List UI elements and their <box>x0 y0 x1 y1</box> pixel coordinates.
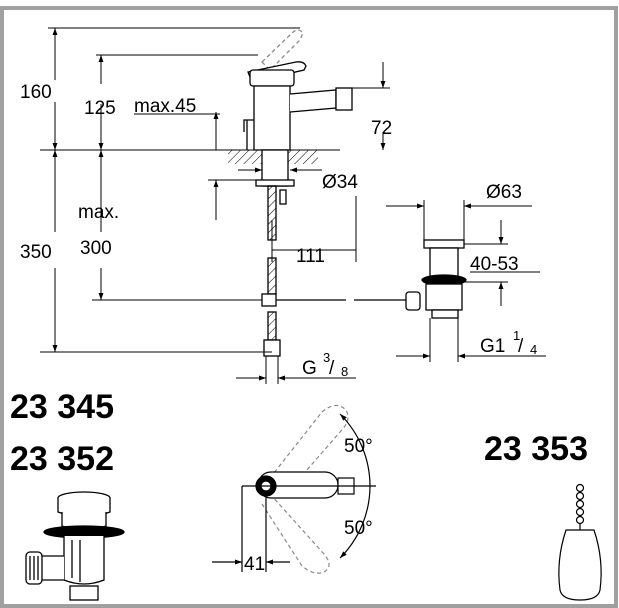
plug-stopper <box>558 529 602 601</box>
dim-111-text: 111 <box>296 246 325 267</box>
waste-tail <box>69 585 99 601</box>
pull-rod-clamp <box>261 293 277 307</box>
dim-125-text: 125 <box>84 98 116 119</box>
waste-body-upper <box>429 247 459 279</box>
hose-end-fitting <box>263 339 281 357</box>
lever-ghost-outline <box>261 29 304 71</box>
chain-link-5 <box>575 515 585 525</box>
chain-link-3 <box>575 499 585 509</box>
waste-side-knob <box>405 291 421 311</box>
faucet-body <box>253 85 291 151</box>
dim-300-text: 300 <box>80 238 112 259</box>
waste-valve-assembly <box>405 239 467 319</box>
waste-body-lower <box>425 283 463 311</box>
dim-g1-slash: / <box>518 336 524 357</box>
shank-nut <box>255 179 295 187</box>
dim-g1-num: 1 <box>513 328 520 343</box>
dim-g1-den: 4 <box>530 342 537 357</box>
dim-160-text: 160 <box>20 82 52 103</box>
popup-rod <box>243 119 254 150</box>
product-code-23352: 23 352 <box>10 440 114 478</box>
dim-g38-text: G <box>302 358 317 379</box>
popup-waste-illustration <box>25 491 125 601</box>
dim-g38-num: 3 <box>323 350 330 365</box>
dim-g38-slash: / <box>329 358 335 379</box>
angle-upper-text: 50° <box>344 436 373 457</box>
product-code-23345: 23 345 <box>10 388 114 426</box>
deck-hatch-right <box>288 150 318 164</box>
angle-lower-text: 50° <box>344 518 373 539</box>
flex-hose-lower <box>267 257 277 295</box>
waste-side-outlet <box>39 555 64 581</box>
angle-arc-upper <box>339 413 371 487</box>
product-code-23353: 23 353 <box>484 430 588 468</box>
chain-link-4 <box>575 507 585 517</box>
lever-ghost-lower <box>261 493 330 574</box>
chain-plug-illustration <box>558 483 602 601</box>
dim-4053-text: 40-53 <box>470 254 519 275</box>
dim-max45-text: max.45 <box>134 96 196 117</box>
angle-arc-lower <box>339 485 371 559</box>
lever-top-view <box>212 404 376 574</box>
dim-41-text: 41 <box>244 554 265 575</box>
rod-connector <box>279 189 287 205</box>
lever-hub <box>249 69 295 87</box>
dimension-lines <box>40 27 546 384</box>
faucet-side-view <box>228 29 408 357</box>
dim-350-text: 350 <box>20 242 52 263</box>
chain-link-2 <box>575 491 585 501</box>
dim-34-text: Ø34 <box>322 172 358 193</box>
faucet-spout <box>289 89 337 113</box>
dim-63-text: Ø63 <box>486 182 522 203</box>
dim-max-text: max. <box>78 202 119 223</box>
spout-nozzle <box>335 87 353 111</box>
dimension-labels: 160 125 max.45 72 Ø34 max. 350 300 111 Ø… <box>20 82 537 379</box>
dim-g1-text: G1 <box>480 336 505 357</box>
frame-border <box>0 6 618 608</box>
dim-g38-den: 8 <box>341 364 348 379</box>
waste-outlet-flange <box>431 309 459 319</box>
dim-72-text: 72 <box>371 118 392 139</box>
lever-ghost-upper <box>269 404 349 495</box>
flex-hose-bottom <box>267 311 277 341</box>
waste-top-flange <box>423 239 465 249</box>
deck-hatch-left <box>228 150 262 164</box>
waste-lower-body <box>63 536 105 585</box>
chain-link-1 <box>575 483 585 493</box>
